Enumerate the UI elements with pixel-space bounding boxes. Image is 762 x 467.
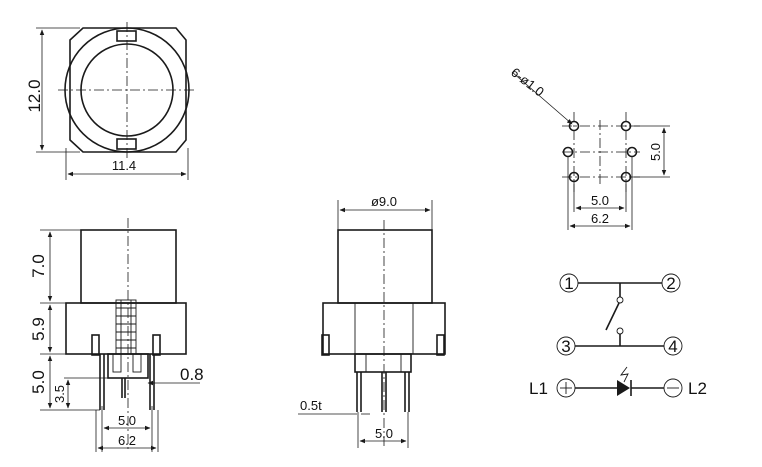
height-pin-label: 3.5: [52, 385, 67, 403]
pin3-label: 3: [561, 337, 570, 356]
led-left-label: L1: [529, 379, 548, 398]
fp-span-label: 6.2: [591, 211, 609, 226]
pin4-label: 4: [668, 337, 677, 356]
v-pitch-label: 5.0: [648, 143, 663, 161]
top-tab-upper: [116, 30, 137, 42]
top-tab-lower: [116, 138, 137, 150]
diameter-label: ø9.0: [371, 194, 397, 209]
mid-pitch-label: 5.0: [375, 426, 393, 441]
schematic: 1 2 3 4 L1 L2: [529, 273, 707, 398]
height-leg-label: 5.0: [29, 370, 48, 394]
pin-width-label: 0.8: [180, 365, 204, 384]
side-view-middle: ø9.0 0.5t 5.0: [298, 194, 446, 448]
side-view-left: 7.0 5.9 5.0 3.5 0.8 5.0 6.2: [29, 218, 204, 452]
pin1-label: 1: [564, 274, 573, 293]
top-width-label: 11.4: [112, 158, 136, 173]
hole-label: 6-ø1.0: [508, 65, 547, 100]
height-base-label: 5.9: [29, 317, 48, 341]
span-label: 6.2: [118, 433, 136, 448]
cap: [80, 229, 177, 304]
height-cap-label: 7.0: [29, 254, 48, 278]
base: [65, 302, 187, 355]
led-diode-symbol: [617, 380, 630, 396]
top-view: 12.0 11.4: [25, 22, 196, 180]
led-right-label: L2: [688, 379, 707, 398]
minus-terminal: [663, 378, 683, 398]
top-view-body: [69, 27, 187, 153]
pitch-label: 5.0: [118, 413, 136, 428]
footprint: 6-ø1.0 5.0 5.0 6.2: [508, 65, 670, 230]
thickness-label: 0.5t: [300, 398, 322, 413]
top-height-label: 12.0: [25, 79, 44, 112]
pin2-label: 2: [666, 274, 675, 293]
h-pitch-label: 5.0: [591, 193, 609, 208]
led-emission-icon: [619, 366, 629, 383]
